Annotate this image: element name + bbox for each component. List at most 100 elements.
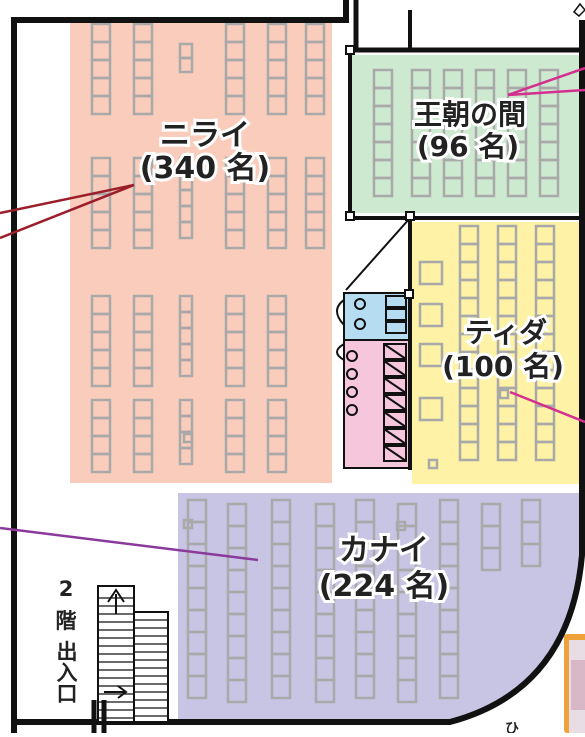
tida-tables (418, 224, 556, 470)
restroom-mens-area (344, 293, 410, 339)
pillar (404, 289, 414, 299)
urinal (385, 321, 407, 334)
stall-door (383, 360, 407, 377)
table (90, 366, 112, 388)
toilet-stall (383, 428, 407, 445)
table (496, 440, 518, 462)
table (224, 366, 246, 388)
room-ouchou-capacity: (96 名) (417, 130, 519, 163)
table (410, 176, 432, 198)
pillar (405, 211, 415, 221)
room-kanai-name: カナイ (339, 533, 429, 568)
table (314, 678, 336, 704)
table (178, 358, 194, 378)
podium (182, 432, 194, 444)
toilet-stall (383, 377, 407, 394)
podium (418, 260, 444, 286)
table (224, 452, 246, 474)
table (224, 94, 246, 116)
table (480, 546, 502, 572)
podium (418, 342, 444, 368)
table (396, 678, 418, 704)
table (266, 94, 288, 116)
leader-line-nirai (0, 183, 135, 215)
table (132, 94, 154, 116)
pillar (345, 45, 355, 55)
table (534, 440, 556, 462)
urinal (385, 295, 407, 308)
table (224, 228, 246, 250)
table (304, 94, 326, 116)
stall-door (383, 411, 407, 428)
stall-door (383, 445, 407, 462)
room-nirai-name: ニライ (160, 118, 250, 153)
entrance-label-floor: 2 (59, 577, 74, 601)
podium (498, 388, 510, 400)
restroom-block (343, 292, 411, 469)
table (132, 452, 154, 474)
door-swing (336, 299, 345, 326)
sink (346, 404, 358, 416)
leader-line-kanai (0, 526, 259, 562)
door-swing (336, 343, 345, 361)
room-nirai-capacity: (340 名) (140, 151, 271, 186)
table (266, 452, 288, 474)
room-nirai-area (70, 18, 332, 483)
table (186, 674, 208, 700)
sink (354, 318, 366, 330)
toilet-stall (383, 343, 407, 360)
corner-mark-icon (572, 2, 585, 18)
podium (418, 302, 444, 328)
arrow-right-icon (104, 685, 128, 699)
room-kanai-capacity: (224 名) (319, 569, 450, 604)
sink (346, 368, 358, 380)
leader-line-ouchou (507, 66, 585, 97)
leader-line-tida (509, 390, 585, 424)
stall-door (383, 377, 407, 394)
stall-door (383, 394, 407, 411)
stall-door (383, 428, 407, 445)
table (270, 674, 292, 700)
room-tida-capacity: (100 名) (442, 350, 564, 383)
table (132, 228, 154, 250)
podium (427, 458, 439, 470)
leader-line-ouchou (507, 88, 585, 97)
stall-door (383, 343, 407, 360)
toilet-stall (383, 394, 407, 411)
table (178, 446, 194, 466)
ouchou-tables (372, 68, 560, 198)
table (132, 366, 154, 388)
table (506, 176, 528, 198)
entrance-label-kai: 階 (56, 609, 77, 633)
table (354, 674, 376, 700)
table (538, 176, 560, 198)
stair-steps (98, 597, 168, 719)
toilet-stall (383, 445, 407, 462)
nirai-tables (90, 22, 326, 474)
arrow-up-icon (107, 588, 125, 614)
podium (418, 396, 444, 422)
table (372, 176, 394, 198)
urinal (385, 308, 407, 321)
table (520, 542, 542, 568)
partial-caption: ひ (505, 721, 519, 733)
doorway-marks (91, 700, 107, 733)
table (90, 452, 112, 474)
table (266, 366, 288, 388)
table (266, 228, 288, 250)
leader-line-nirai (0, 183, 135, 240)
table (304, 228, 326, 250)
sink (354, 298, 366, 310)
table (178, 220, 194, 240)
table (90, 94, 112, 116)
photo-thumbnail (564, 634, 585, 733)
table (90, 228, 112, 250)
room-ouchou-name: 王朝の間 (414, 98, 526, 131)
table (178, 56, 194, 74)
table (458, 440, 480, 462)
table (226, 678, 248, 704)
sink (346, 350, 358, 362)
room-tida-name: ティダ (465, 316, 547, 349)
kanai-tables (182, 498, 542, 704)
